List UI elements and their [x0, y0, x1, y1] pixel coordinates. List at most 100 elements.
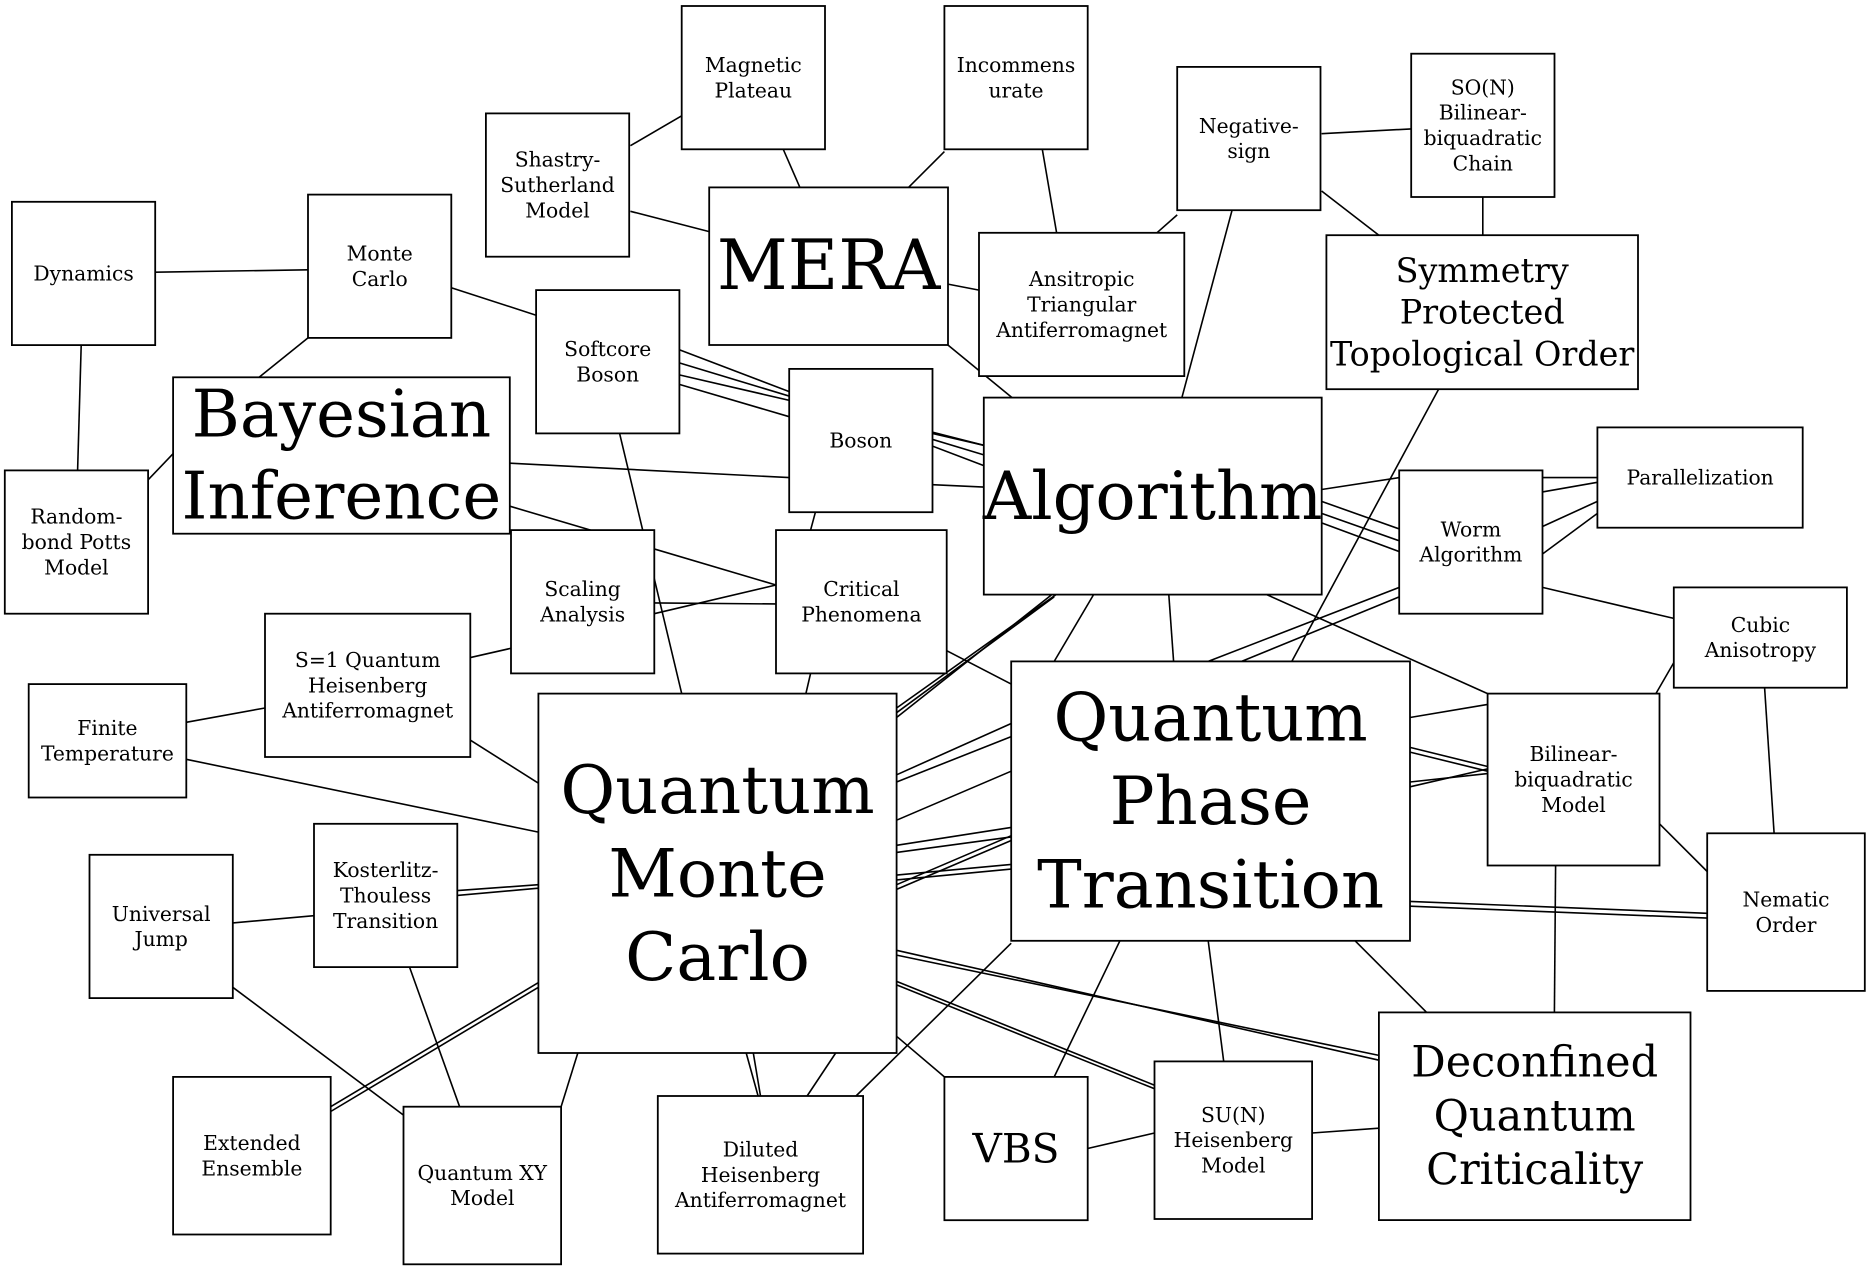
- connector-line: [330, 981, 539, 1108]
- node-dynamics: Dynamics: [10, 200, 157, 347]
- connector-line: [1542, 481, 1598, 493]
- connector-line: [1241, 596, 1400, 663]
- node-layer: MagneticPlateauIncommensurateShastry-Sut…: [3, 5, 1866, 1266]
- node-box: [1410, 52, 1556, 198]
- node-label: Analysis: [539, 602, 625, 626]
- connector-line: [896, 593, 1053, 719]
- connector-line: [896, 834, 1012, 886]
- node-label: Heisenberg: [701, 1163, 820, 1187]
- node-label: biquadratic: [1514, 768, 1632, 792]
- node-label: Model: [450, 1186, 514, 1210]
- connector-line: [1655, 662, 1675, 695]
- node-box: [484, 112, 631, 258]
- node-label: Cubic: [1731, 613, 1790, 637]
- node-label: sign: [1227, 139, 1270, 163]
- connector-line: [745, 1052, 759, 1097]
- connector-line: [896, 722, 1012, 776]
- connector-line: [896, 592, 1059, 709]
- node-parallelization: Parallelization: [1596, 426, 1804, 529]
- node-label: Bilinear-: [1439, 101, 1527, 125]
- node-label: Negative-: [1199, 114, 1299, 138]
- connector-line: [451, 286, 537, 316]
- connector-line: [896, 770, 1012, 821]
- node-label: Ansitropic: [1028, 267, 1135, 291]
- node-label: SO(N): [1451, 75, 1515, 99]
- node-box: [680, 5, 826, 151]
- node-box: [307, 193, 453, 339]
- node-label: Inference: [182, 459, 502, 535]
- node-label: Heisenberg: [308, 673, 427, 697]
- node-label: Sutherland: [500, 173, 615, 197]
- node-negative-sign: Negative-sign: [1176, 66, 1322, 212]
- connector-line: [896, 863, 1012, 876]
- connector-line: [1321, 500, 1400, 530]
- node-box: [172, 1076, 332, 1236]
- connector-line: [1053, 940, 1121, 1078]
- connector-line: [469, 739, 539, 784]
- connector-line: [1053, 594, 1095, 662]
- connector-line: [1168, 594, 1175, 662]
- connector-line: [1321, 522, 1400, 553]
- node-box: [982, 396, 1323, 596]
- node-box: [172, 376, 511, 535]
- node-label: Bilinear-: [1529, 742, 1617, 766]
- connector-line: [1354, 940, 1428, 1013]
- node-box: [1176, 66, 1322, 212]
- connector-line: [186, 707, 266, 724]
- node-box: [1672, 586, 1848, 689]
- node-box: [1706, 832, 1866, 992]
- node-label: Shastry-: [515, 148, 601, 172]
- connector-line: [1321, 128, 1412, 135]
- connector-line: [1409, 746, 1488, 768]
- connector-line: [232, 914, 315, 924]
- connector-line: [1763, 687, 1775, 834]
- connector-line: [560, 1052, 579, 1107]
- node-label: Temperature: [41, 742, 174, 766]
- connector-line: [932, 431, 984, 447]
- node-label: biquadratic: [1424, 126, 1542, 150]
- node-label: Extended: [203, 1131, 300, 1155]
- connector-line: [654, 584, 777, 615]
- connector-line: [947, 283, 980, 291]
- node-box: [1153, 1060, 1314, 1220]
- node-label: Protected: [1400, 293, 1565, 332]
- node-label: Topological Order: [1330, 335, 1634, 374]
- node-box: [1010, 660, 1411, 942]
- node-box: [775, 529, 948, 675]
- connector-line: [752, 1052, 762, 1097]
- node-label: Softcore: [564, 337, 651, 361]
- node-label: Triangular: [1027, 292, 1136, 316]
- node-label: Antiferromagnet: [281, 699, 453, 723]
- node-label: Ensemble: [201, 1156, 302, 1180]
- connector-line: [1553, 865, 1557, 1013]
- connector-line: [809, 511, 817, 531]
- node-label: Order: [1755, 913, 1816, 937]
- connector-line: [896, 984, 1155, 1090]
- node-box: [708, 186, 949, 346]
- node-label: Carlo: [625, 918, 810, 996]
- node-label: Phenomena: [801, 602, 921, 626]
- node-label: Anisotropy: [1704, 638, 1817, 662]
- node-label: Chain: [1453, 151, 1513, 175]
- connector-line: [1658, 823, 1708, 873]
- node-label: Heisenberg: [1174, 1128, 1293, 1152]
- node-label: Quantum: [1434, 1091, 1636, 1141]
- node-box: [264, 612, 472, 758]
- connector-line: [932, 483, 984, 488]
- connector-line: [806, 1052, 837, 1097]
- connector-line: [855, 942, 1012, 1097]
- connector-line: [1156, 214, 1178, 234]
- connector-line: [1321, 476, 1400, 491]
- node-label: Algorithm: [1418, 543, 1522, 567]
- connector-line: [896, 735, 1012, 783]
